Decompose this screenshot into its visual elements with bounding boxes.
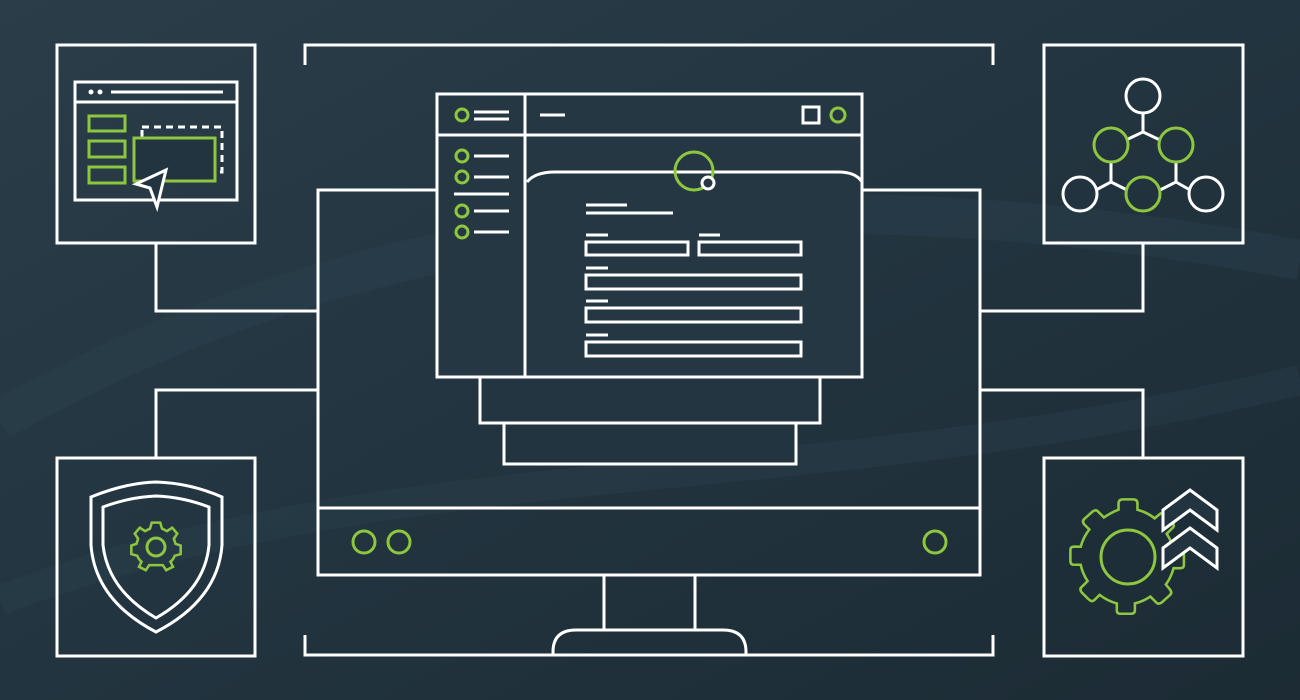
cursor-icon: [131, 167, 169, 213]
stacked-window-back: [502, 421, 798, 466]
stacked-window-middle: [478, 375, 822, 425]
gear-icon: [130, 521, 182, 572]
form-icon: [584, 203, 803, 358]
bracket-frame: [303, 43, 995, 657]
connectors: [154, 243, 1145, 458]
browser-drag-drop-icon: [55, 43, 257, 245]
shield-gear-icon: [55, 456, 257, 658]
network-nodes-icon: [1042, 43, 1245, 245]
sidebar-menu-icon: [454, 148, 509, 240]
avatar-icon: [673, 150, 715, 192]
monitor-stand-icon: [551, 628, 748, 655]
power-button-icon: [922, 529, 948, 555]
app-window-icon: [435, 92, 864, 379]
gear-upgrade-icon: [1042, 456, 1245, 658]
monitor-button-icon: [351, 529, 377, 555]
chevron-up-icon: [1161, 488, 1219, 571]
form-card: [525, 170, 864, 184]
monitor-button-icon: [386, 529, 412, 555]
